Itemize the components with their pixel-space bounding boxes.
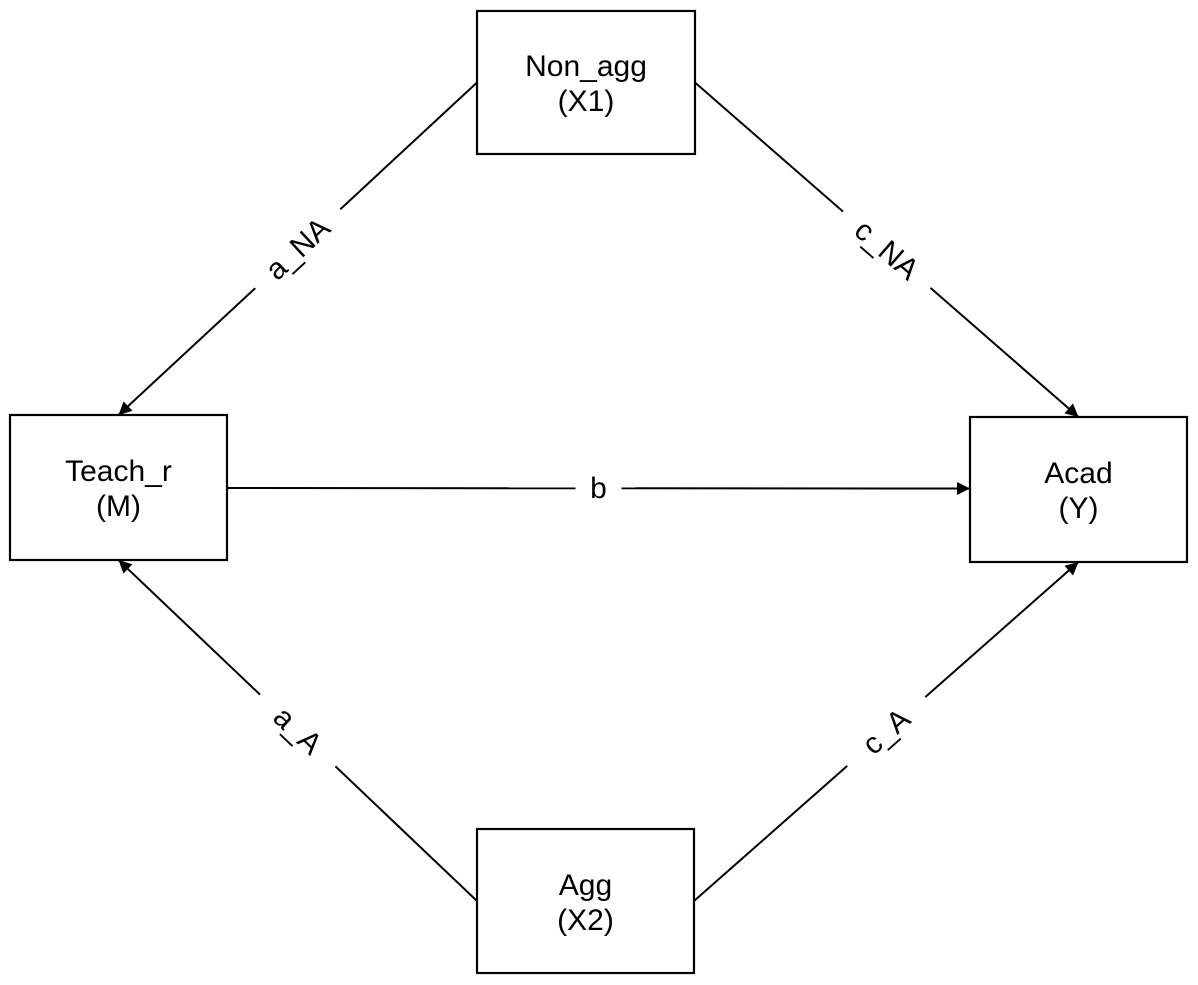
node-agg: Agg (X2) [475,827,696,975]
node-agg-label: Agg [559,869,612,902]
node-non-agg: Non_agg (X1) [475,9,697,156]
edge-a-a: a_A [117,559,478,902]
node-acad: Acad (Y) [968,415,1189,564]
node-non-agg-label: Non_agg [525,50,647,83]
edge-a-na: a_NA [117,81,478,416]
node-acad-box [968,415,1189,564]
node-agg-sublabel: (X2) [557,904,614,937]
node-acad-sublabel: (Y) [1059,492,1099,525]
node-non-agg-box [475,9,697,156]
node-agg-box [475,827,696,975]
node-teach-r-sublabel: (M) [96,490,141,523]
edge-c-na-label-bg [830,197,943,303]
edge-b-label: b [590,472,607,505]
edge-a-a-label-bg [246,680,349,781]
edge-b-label-bg [575,469,622,507]
edge-a-na-label-bg [242,195,354,303]
node-teach-r-label: Teach_r [65,455,172,488]
node-non-agg-sublabel: (X1) [558,85,615,118]
node-teach-r-box [8,413,229,562]
edge-c-a-label-bg [834,682,938,781]
node-teach-r: Teach_r (M) [8,413,229,562]
edge-b: b [226,469,971,507]
node-acad-label: Acad [1044,457,1112,490]
edge-c-a: c_A [693,561,1080,902]
edge-c-na: c_NA [694,81,1080,418]
